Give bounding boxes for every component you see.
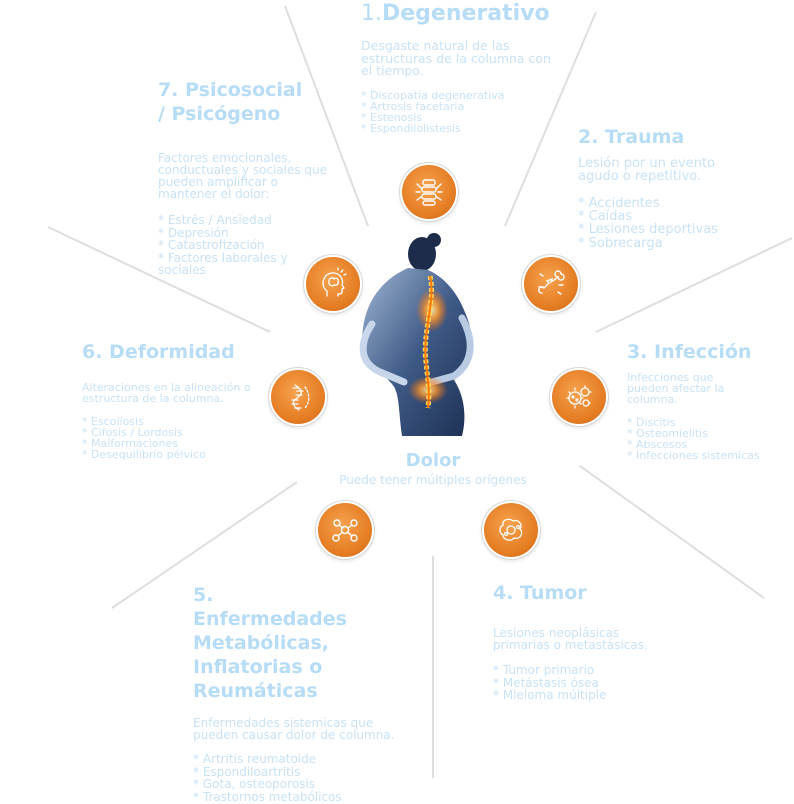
divider-line [579,465,765,599]
category-title: 6. Deformidad [82,341,235,363]
list-item: * Depresión [158,225,229,240]
list-item: * Trastornos metabólicos [193,789,342,804]
category-description: Enfermedades sistemicas que pueden causa… [193,716,395,742]
head-brain-icon [306,257,360,311]
category-title: 5. Enfermedades Metabólicas, Inflatorias… [193,584,347,702]
category-title: 2. Trauma [578,126,685,148]
category-description: Alteraciones en la alineación o estructu… [82,381,251,405]
category-trauma: 2. Trauma Lesión por un evento agudo o r… [578,125,758,250]
divider-rays [47,5,793,778]
category-title: 3. Infección [627,341,752,363]
divider-line [47,226,271,333]
category-description: Infecciones que pueden afectar la column… [627,371,725,406]
spine-icon [402,165,456,219]
list-item: * Desequilibrio pélvico [82,448,206,461]
category-items: * Escoliosis * Cifosis / Lordosis * Malf… [82,416,262,460]
center-subtitle: Puede tener múltiples orígenes [339,473,527,487]
divider-line [111,481,298,609]
center-title: Dolor [405,450,461,471]
list-item: * Factores laborales y sociales [158,250,288,277]
list-item: * Escoliosis [82,415,144,428]
list-item: * Accidentes [578,196,660,211]
category-degenerativo: 1.Degenerativo Desgaste natural de las e… [361,2,561,134]
list-item: * Artritis reumatoide [193,752,317,766]
divider-line [504,11,597,227]
divider-line [595,237,793,333]
category-title: 4. Tumor [493,582,587,604]
broken-bone-icon [524,257,578,311]
list-item: * Estenosis [361,110,422,124]
category-title: 7. Psicosocial / Psicógeno [158,79,303,125]
category-items: * Discopatía degenerativa * Artrosis fac… [361,90,561,134]
list-item: * Espondiloartritis [193,764,301,779]
list-item: * Metástasis ósea [493,675,599,690]
curved-spine-icon [271,370,325,424]
tumor-cell-icon [484,503,538,557]
list-item: * Espondilolistesis [361,121,461,135]
list-item: * Osteomielitis [627,427,708,440]
list-item: * Infecciones sistemicas [627,449,760,462]
list-item: * Lesiones deportivas [578,222,719,238]
microbes-icon [552,370,606,424]
category-description: Lesiones neoplásicas primarias o metastá… [493,626,648,652]
category-deformidad: 6. Deformidad Alteraciones en la alineac… [82,340,262,460]
list-item: * Abscesos [627,438,688,451]
list-item: * Discopatía degenerativa [361,88,505,102]
category-description: Desgaste natural de las estructuras de l… [361,38,551,78]
category-items: * Artritis reumatoide * Espondiloartriti… [193,753,423,803]
category-items: * Tumor primario * Metástasis ósea * Mie… [493,664,683,702]
back-pain-figure [359,233,474,436]
list-item: * Catastrofización [158,238,265,252]
center-label: Dolor Puede tener múltiples orígenes [320,450,546,488]
category-tumor: 4. Tumor Lesiones neoplásicas primarias … [493,581,683,702]
category-items: * Accidentes * Caídas * Lesiones deporti… [578,197,758,250]
category-infeccion: 3. Infección Infecciones que pueden afec… [627,340,792,461]
list-item: * Estrés / Ansiedad [158,213,272,227]
list-item: * Malformaciones [82,437,178,450]
list-item: * Sobrecarga [578,235,663,251]
list-item: * Artrosis facetaria [361,99,465,113]
list-item: * Cifosis / Lordosis [82,426,183,439]
list-item: * Mieloma múltiple [493,688,607,702]
list-item: * Discitis [627,416,676,429]
list-item: * Tumor primario [493,663,595,677]
molecule-icon [318,503,372,557]
category-psicosocial: 7. Psicosocial / Psicógeno Factores emoc… [158,78,333,277]
divider-line [284,5,369,227]
category-items: * Discitis * Osteomielitis * Abscesos * … [627,417,792,461]
category-description: Lesión por un evento agudo o repetitivo. [578,156,715,184]
category-enfermedades: 5. Enfermedades Metabólicas, Inflatorias… [193,583,423,803]
category-description: Factores emocionales, conductuales y soc… [158,151,327,201]
category-items: * Estrés / Ansiedad * Depresión * Catast… [158,214,308,277]
list-item: * Caídas [578,209,633,225]
category-title: 1.Degenerativo [361,1,550,26]
